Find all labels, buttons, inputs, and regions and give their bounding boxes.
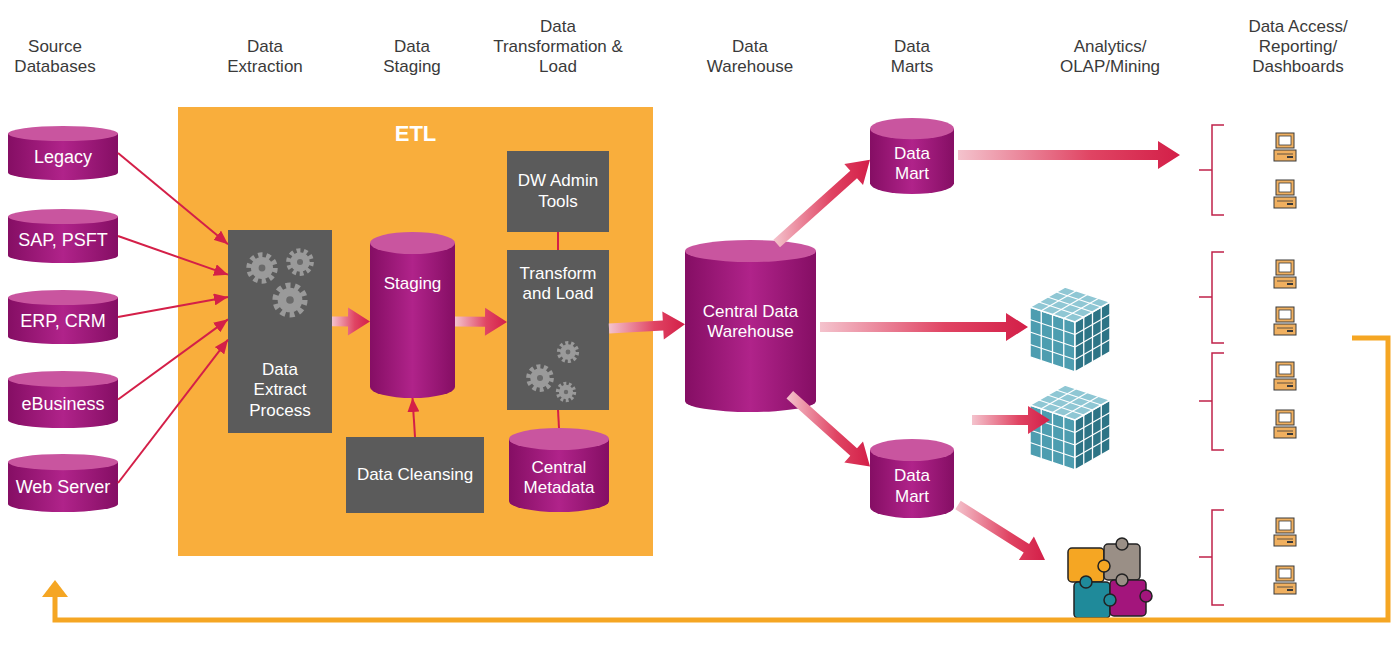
node-label: ERP, CRM <box>20 311 106 333</box>
column-header: Source Databases <box>5 37 105 77</box>
node-label: eBusiness <box>21 394 104 416</box>
cylinder-shape <box>370 232 455 398</box>
node-label: Staging <box>384 274 442 294</box>
puzzle-icon <box>1068 538 1152 618</box>
process-box: DW Admin Tools <box>507 151 609 232</box>
column-header: Data Transformation & Load <box>493 17 623 77</box>
node-label: Data Extract Process <box>234 360 326 421</box>
column-header: Data Warehouse <box>705 37 795 77</box>
node-label: Web Server <box>16 477 111 499</box>
flow-connector <box>773 160 870 247</box>
node-label: DW Admin Tools <box>515 171 601 212</box>
database-cylinder: Legacy <box>8 126 118 180</box>
database-cylinder: Web Server <box>8 454 118 512</box>
node-label: Data Mart <box>884 144 940 185</box>
process-box: Data Cleansing <box>346 437 484 513</box>
column-header: Data Extraction <box>220 37 310 77</box>
database-cylinder: ERP, CRM <box>8 290 118 344</box>
node-label: Central Metadata <box>519 458 599 499</box>
access-brackets <box>1199 125 1224 605</box>
process-box: Data Extract Process <box>228 230 332 433</box>
etl-panel: ETL Data Extract Process Staging DW Admin T… <box>178 107 653 556</box>
node-label: Transform and Load <box>513 264 603 305</box>
node-label: Central Data Warehouse <box>693 302 808 343</box>
process-box: Transform and Load <box>507 250 609 410</box>
panel-title: ETL <box>178 121 653 147</box>
database-cylinder: Data Mart <box>870 439 954 518</box>
computer-icons <box>1274 133 1296 594</box>
database-cylinder: Data Mart <box>870 118 954 194</box>
database-cylinder: Staging <box>370 232 455 398</box>
node-label: SAP, PSFT <box>18 230 108 252</box>
column-header: Data Marts <box>882 37 942 77</box>
database-cylinder: Central Metadata <box>509 428 609 512</box>
node-label: Data Mart <box>884 466 940 507</box>
flow-arrows <box>820 141 1180 560</box>
column-header: Data Staging <box>382 37 442 77</box>
database-cylinder: eBusiness <box>8 371 118 428</box>
node-label: Data Cleansing <box>357 465 473 485</box>
column-header: Data Access/ Reporting/ Dashboards <box>1243 17 1353 77</box>
node-label: Legacy <box>34 147 92 169</box>
column-header: Analytics/ OLAP/Mining <box>1050 37 1170 77</box>
database-cylinder: SAP, PSFT <box>8 209 118 263</box>
database-cylinder: Central Data Warehouse <box>685 240 816 412</box>
